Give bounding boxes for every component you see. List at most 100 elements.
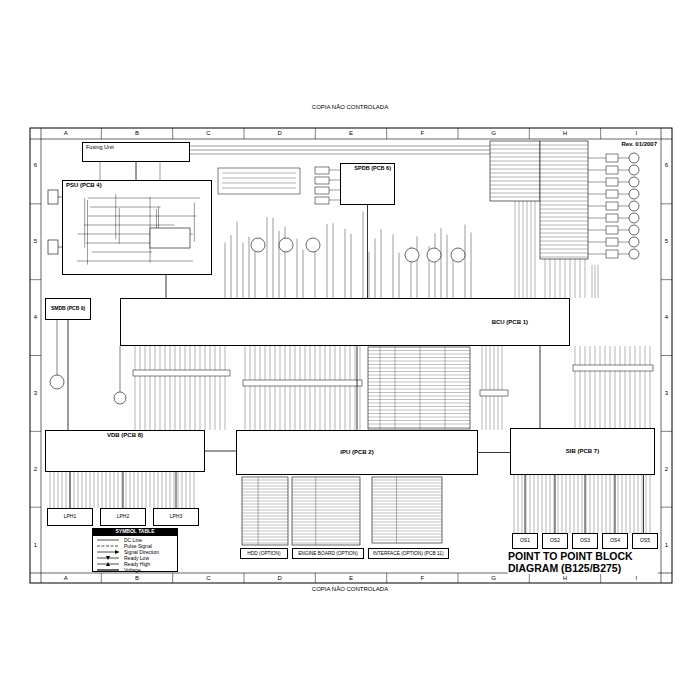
connector-block	[606, 154, 618, 162]
circuit-board-box: OS3	[572, 533, 598, 549]
wire	[372, 531, 442, 532]
wire	[540, 177, 588, 178]
legend-sample	[96, 543, 120, 549]
grid-number: 4	[33, 314, 38, 321]
wire	[570, 475, 571, 533]
connector-block	[606, 214, 618, 222]
signal-connector	[555, 475, 556, 533]
wire	[280, 346, 281, 430]
circuit-board-box: OS2	[542, 533, 568, 549]
wire	[215, 346, 216, 430]
wire	[292, 504, 360, 505]
wire	[535, 201, 536, 298]
wire	[372, 519, 442, 520]
grid-number: 5	[33, 238, 38, 245]
wire	[292, 525, 360, 526]
motor-symbol	[629, 177, 639, 187]
wire	[380, 347, 381, 429]
wire	[88, 198, 200, 199]
wire	[372, 528, 442, 529]
wire	[84, 198, 85, 247]
text-holder: BCU (PCB 1)	[491, 319, 529, 326]
legend-sample	[96, 555, 120, 561]
wire	[62, 472, 63, 508]
wire	[540, 181, 588, 182]
wire	[329, 170, 340, 171]
wire	[335, 346, 336, 430]
circuit-board-box: PSU (PCB 4)	[62, 180, 212, 275]
wire	[275, 346, 276, 430]
wire	[155, 346, 156, 430]
grid-letter: F	[419, 130, 425, 137]
wire	[292, 534, 360, 535]
wire	[134, 472, 135, 508]
wire	[154, 472, 155, 508]
text-holder: SMDB (PCB 9)	[50, 306, 86, 312]
signal-connector	[478, 452, 510, 453]
legend-sample	[96, 561, 120, 567]
table-heading: SYMBOL TABLE	[115, 529, 156, 535]
wire	[515, 201, 516, 298]
legend-row: Pulse Signal	[93, 543, 177, 549]
wire	[279, 231, 280, 298]
circuit-board-box: SMDB (PCB 9)	[45, 298, 91, 320]
connector-block	[480, 390, 508, 396]
wire	[118, 472, 119, 508]
wire	[626, 475, 627, 533]
wire	[638, 475, 639, 533]
text-holder: ENGINE BOARD (OPTION)	[297, 551, 359, 557]
wire	[292, 516, 360, 517]
wire	[92, 252, 152, 253]
signal-connector	[525, 475, 526, 533]
wire	[162, 472, 163, 508]
wire	[130, 472, 131, 508]
wire	[625, 346, 626, 428]
wire	[594, 475, 595, 533]
wire	[195, 346, 196, 430]
wire	[618, 230, 629, 231]
grid-number: 1	[33, 542, 38, 549]
wire	[566, 475, 567, 533]
wire	[630, 346, 631, 428]
wire	[588, 206, 606, 207]
legend-text: Ready Low	[124, 556, 149, 561]
wire	[490, 157, 540, 158]
circuit-board-box: SIB (PCB 7)	[510, 428, 655, 475]
connector-block	[540, 141, 588, 259]
legend-sample	[96, 549, 120, 555]
wire	[119, 208, 120, 244]
wire	[661, 431, 672, 432]
connector-block	[606, 190, 618, 198]
wire	[363, 211, 364, 298]
signal-connector	[166, 275, 167, 298]
circuit-board-box: BCU (PCB 1)	[120, 298, 570, 346]
motor-symbol	[427, 248, 441, 262]
wire	[534, 475, 535, 533]
wire	[300, 346, 301, 430]
wire	[292, 513, 360, 514]
wire	[368, 406, 470, 407]
wire	[245, 346, 246, 430]
motor-symbol	[114, 392, 126, 404]
wire	[368, 378, 470, 379]
wire	[540, 153, 588, 154]
wire	[372, 510, 442, 511]
wire	[372, 537, 442, 538]
wire	[368, 371, 470, 372]
legend-row: Signal Direction	[93, 549, 177, 555]
circuit-board-box: OS4	[602, 533, 628, 549]
signal-connector	[176, 472, 177, 508]
wire	[190, 154, 490, 155]
wire	[355, 346, 356, 430]
wire	[540, 201, 588, 202]
wire	[618, 242, 629, 243]
legend-text: Pulse Signal	[124, 544, 152, 549]
wire	[273, 218, 274, 298]
wire	[530, 475, 531, 533]
wire	[340, 346, 341, 430]
wire	[372, 501, 442, 502]
connector-block	[372, 477, 442, 543]
wire	[458, 573, 459, 583]
board-name: LPH3	[169, 514, 184, 520]
wire	[494, 346, 495, 430]
